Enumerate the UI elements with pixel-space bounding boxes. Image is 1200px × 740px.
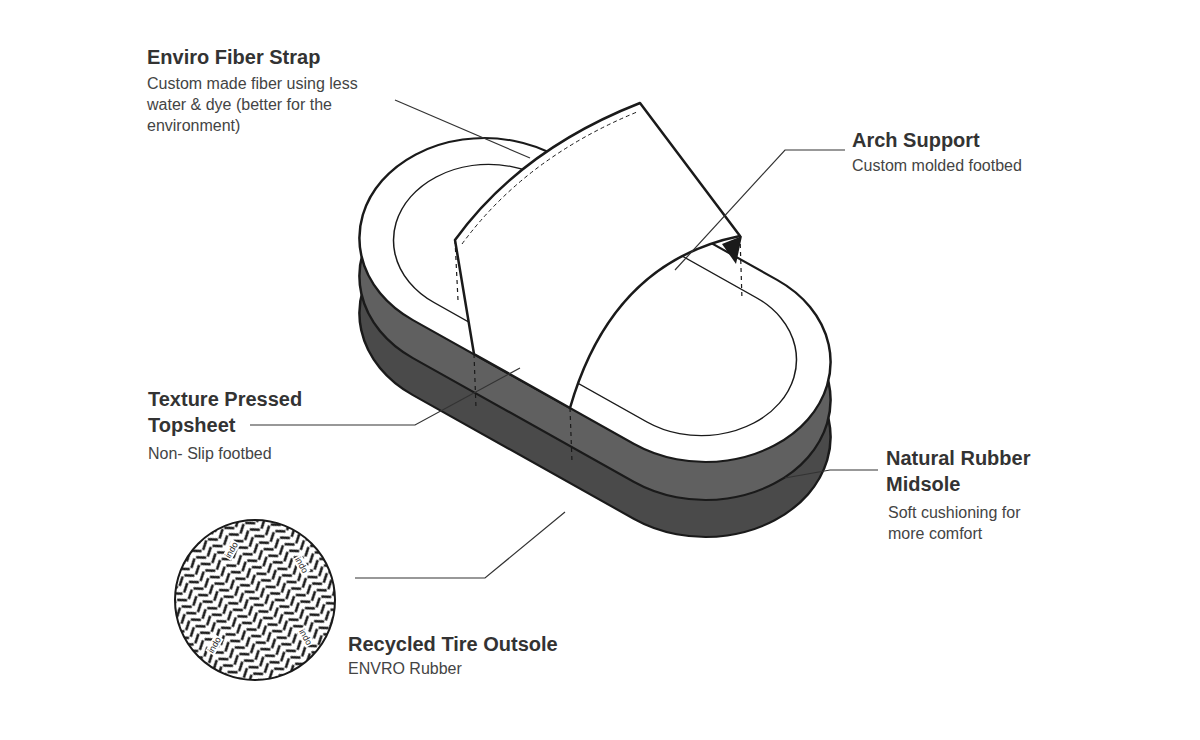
part-note: Non- Slip footbed (148, 443, 398, 464)
outsole-texture (170, 515, 340, 685)
strap-shape (455, 103, 740, 408)
part-name: Recycled Tire Outsole (348, 631, 668, 657)
part-note: Custom molded footbed (852, 155, 1152, 176)
part-note: Soft cushioning for more comfort (888, 502, 1048, 544)
part-name: Enviro Fiber Strap (147, 44, 407, 70)
anchor-dashes (455, 236, 742, 462)
leader-lines (250, 100, 878, 578)
part-name: Natural Rubber Midsole (886, 445, 1066, 497)
part-note: Custom made fiber using less water & dye… (147, 73, 387, 136)
footbed-shape (310, 99, 879, 501)
part-name: Texture Pressed Topsheet (148, 386, 348, 438)
strap-stitch (462, 112, 637, 244)
part-note: ENVRO Rubber (348, 658, 648, 679)
part-name: Arch Support (852, 127, 1152, 153)
